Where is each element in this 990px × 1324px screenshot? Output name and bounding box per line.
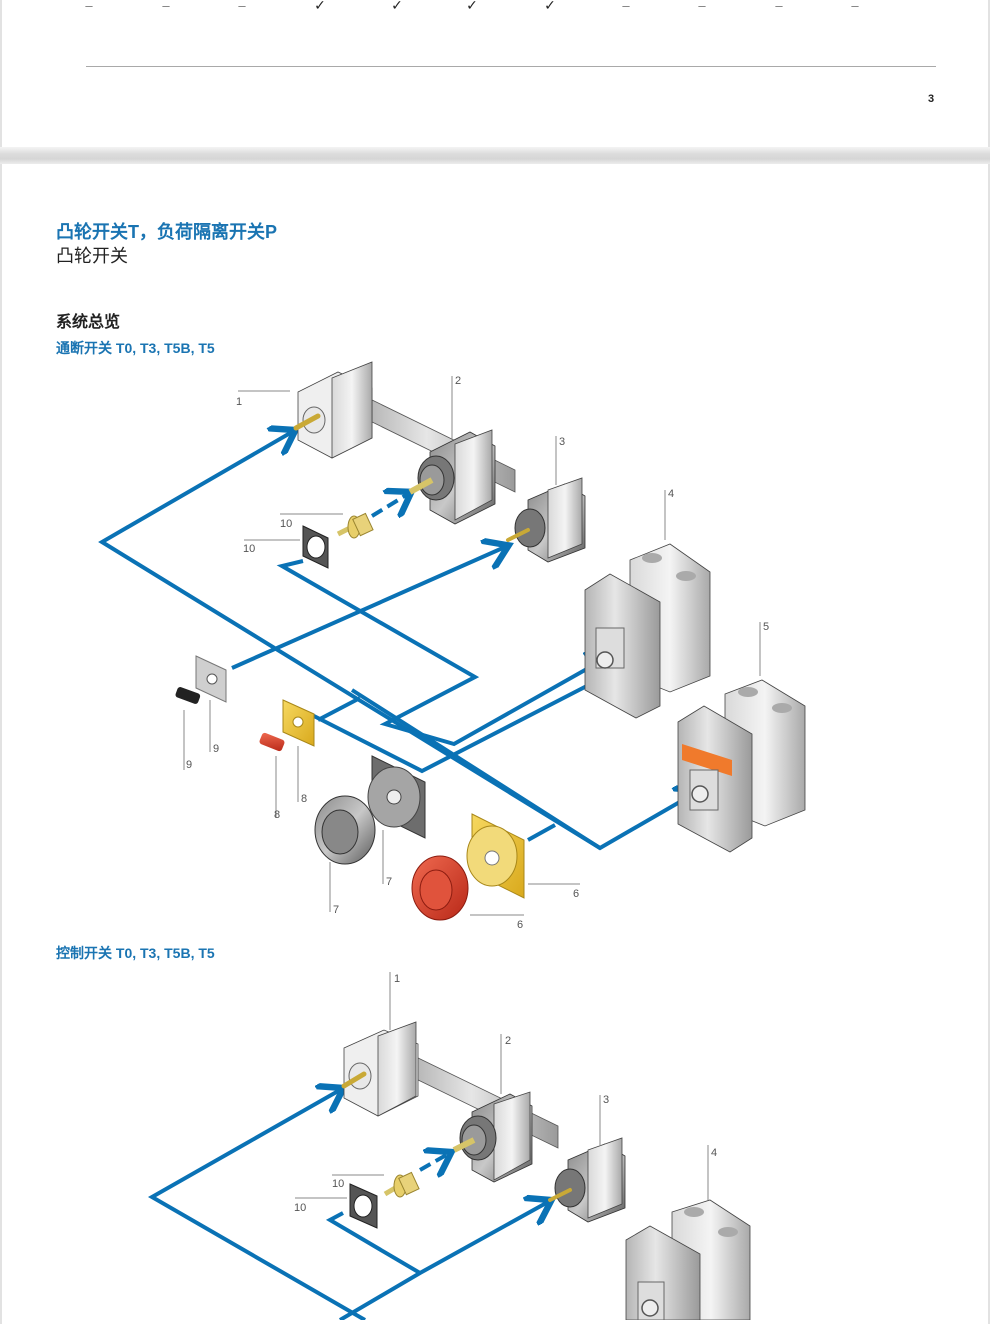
switch-module-2 [408,429,496,525]
callout-label: 8 [301,793,307,805]
plate-9 [195,655,227,703]
dashed-arrow-shaft [370,494,408,516]
path-to-component-1 [98,432,602,850]
knob-7 [314,795,376,865]
switch-module-3 [548,1137,626,1223]
table-mark: ✓ [391,0,403,13]
callout-label: 9 [213,743,219,755]
plate-8 [282,699,315,747]
callout-label: 10 [243,543,255,555]
branch-from-yellow-plate [317,696,361,722]
callout-label: 4 [711,1147,717,1159]
callout-labels: 1 2 3 4 10 10 [294,973,717,1214]
callout-label: 4 [668,488,674,500]
flange-7 [367,755,426,839]
callout-label: 10 [332,1178,344,1190]
dashed-arrow-shaft [419,1154,448,1170]
page-subtitle: 凸轮开关 [56,246,128,266]
page-separator [0,147,990,164]
connection-lines [147,1090,548,1320]
diagram-heading-control-switches: 控制开关 T0, T3, T5B, T5 [56,945,215,961]
callout-label: 7 [386,876,392,888]
callout-label: 9 [186,759,192,771]
adapter-10 [336,512,374,539]
gasket-10 [349,1183,378,1229]
callout-label: 1 [394,973,400,985]
table-mark: ✓ [314,0,326,13]
table-marks-row: – – – ✓ ✓ ✓ ✓ – – – – [2,0,990,20]
callout-label: 2 [505,1035,511,1047]
shaft-opening-icon [691,785,709,803]
table-mark: ✓ [544,0,556,13]
shaft-opening-icon [596,651,614,669]
switch-module-3 [506,477,586,563]
table-mark: – [162,0,170,13]
page-title: 凸轮开关T，负荷隔离开关P [56,222,277,242]
enclosure-4 [625,1199,751,1320]
diagram-heading-switch-disconnectors: 通断开关 T0, T3, T5B, T5 [56,340,215,356]
path-to-component-3 [231,547,505,670]
connection-lines [98,432,697,851]
callout-label: 10 [280,518,292,530]
path-to-enclosure-5 [350,688,697,851]
gasket-10 [302,525,329,569]
footer-rule [86,66,936,67]
handle-9 [175,687,201,704]
callout-label: 10 [294,1202,306,1214]
callout-label: 6 [517,919,523,931]
path-to-enclosure-4 [309,674,610,774]
enclosure-5 [677,679,806,853]
callout-label: 7 [333,904,339,916]
enclosure-4 [584,543,711,719]
path-from-adapter-ring [325,1211,422,1275]
section-heading: 系统总览 [56,314,121,331]
table-mark: – [85,0,93,13]
shaft-icon [293,413,321,431]
callout-label: 1 [236,396,242,408]
handle-8 [259,732,285,752]
callout-label: 6 [573,888,579,900]
path-to-component-1 [147,1090,367,1320]
switch-module-2 [452,1091,533,1183]
adapter-10 [383,1171,420,1198]
callout-label: 8 [274,809,280,821]
diagram-switch-disconnectors: 1 2 3 4 5 6 6 7 7 8 8 9 9 10 10 [98,361,806,931]
table-mark: – [851,0,859,13]
warning-label [682,744,732,776]
callout-label: 3 [603,1094,609,1106]
flange-6 [466,813,525,899]
table-mark: – [698,0,706,13]
page-number: 3 [928,93,935,105]
shaft-icon [341,1071,367,1089]
path-from-adapter-ring [276,559,608,747]
callout-label: 2 [455,375,461,387]
branch-from-knob-6 [527,823,556,842]
callout-leaders [183,376,761,916]
callout-labels: 1 2 3 4 5 6 6 7 7 8 8 9 9 10 10 [186,375,769,931]
callout-label: 3 [559,436,565,448]
shaft-icon [408,477,434,495]
callout-label: 5 [763,621,769,633]
diagram-control-switches: 1 2 3 4 10 10 [147,972,751,1320]
table-mark: – [238,0,246,13]
previous-page: – – – ✓ ✓ ✓ ✓ – – – – 3 [2,0,988,147]
table-mark: – [622,0,630,13]
table-mark: ✓ [466,0,478,13]
table-mark: – [775,0,783,13]
knob-6 [411,855,469,921]
callout-leaders [295,972,709,1200]
